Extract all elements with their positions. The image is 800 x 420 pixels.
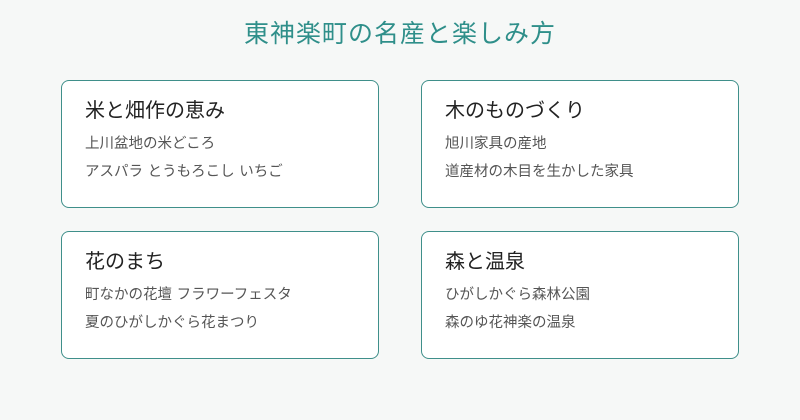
card-line: 上川盆地の米どころ xyxy=(85,136,216,152)
card-woodcraft: 木のものづくり 旭川家具の産地 道産材の木目を生かした家具 xyxy=(421,80,739,208)
card-title: 森と温泉 xyxy=(445,249,525,273)
card-flower-town: 花のまち 町なかの花壇 フラワーフェスタ 夏のひがしかぐら花まつり xyxy=(61,231,379,359)
card-title: 木のものづくり xyxy=(445,98,585,122)
card-line: ひがしかぐら森林公園 xyxy=(445,287,590,303)
card-forest-and-hot-spring: 森と温泉 ひがしかぐら森林公園 森のゆ花神楽の温泉 xyxy=(421,231,739,359)
card-line: 旭川家具の産地 xyxy=(445,136,547,152)
card-rice-and-farming: 米と畑作の恵み 上川盆地の米どころ アスパラ とうもろこし いちご xyxy=(61,80,379,208)
card-title: 花のまち xyxy=(85,249,165,273)
card-line: アスパラ とうもろこし いちご xyxy=(85,164,283,180)
card-line: 夏のひがしかぐら花まつり xyxy=(85,315,259,331)
page-title: 東神楽町の名産と楽しみ方 xyxy=(243,19,556,48)
card-line: 町なかの花壇 フラワーフェスタ xyxy=(85,287,292,303)
card-line: 道産材の木目を生かした家具 xyxy=(445,164,634,180)
card-line: 森のゆ花神楽の温泉 xyxy=(445,315,576,331)
card-title: 米と畑作の恵み xyxy=(85,98,225,122)
